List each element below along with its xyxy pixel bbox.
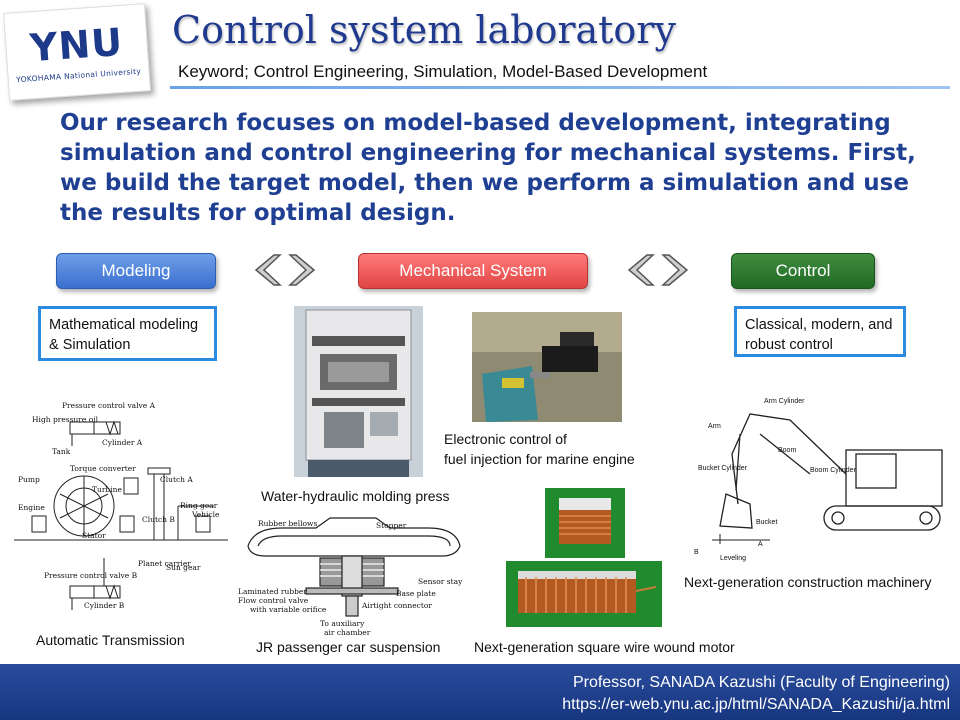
footer-bar [0,664,960,720]
tank-label: Tank [52,447,71,456]
keyword-line: Keyword; Control Engineering, Simulation… [178,62,708,81]
double-chevron-icon [250,253,320,287]
machinery-caption: Next-generation construction machinery [684,574,932,590]
stator-label: Stator [82,531,106,540]
lab-url-link[interactable]: https://er-web.ynu.ac.jp/html/SANADA_Kaz… [562,696,950,713]
professor-name: Professor, SANADA Kazushi (Faculty of En… [572,674,950,691]
control-description: Classical, modern, and robust control [734,306,906,357]
transmission-diagram: Pressure control valve A High pressure o… [14,398,230,624]
page-title: Control system laboratory [172,8,676,52]
boom-label: Boom [778,447,796,454]
clutch-a-label: Clutch A [160,475,193,484]
fuel-caption-line2: fuel injection for marine engine [444,451,635,467]
double-chevron-icon [623,253,693,287]
intro-text: Our research focuses on model-based deve… [60,110,916,226]
bucket-label: Bucket [756,519,777,526]
pcv-a-label: Pressure control valve A [62,401,156,410]
arm-cylinder-label: Arm Cylinder [764,398,805,405]
motor-caption: Next-generation square wire wound motor [474,639,735,655]
point-b-label: B [694,549,699,556]
leveling-label: Leveling [720,555,746,562]
stopper-label: Stopper [376,521,407,530]
modeling-description: Mathematical modeling & Simulation [38,306,217,361]
bucket-cylinder-label: Bucket Cylinder [698,465,748,472]
fuel-caption-line1: Electronic control of [444,431,567,447]
aux-label-1: To auxiliary [320,619,365,628]
engine-label: Engine [18,503,45,512]
control-button[interactable]: Control [731,253,875,289]
motor-photo-small [545,488,625,558]
bellows-label: Rubber bellows [258,519,317,528]
variable-orifice-label: with variable orifice [250,605,327,614]
suspension-diagram: Rubber bellows Stopper Sensor stay Base … [236,512,472,640]
vehicle-label: Vehicle [191,510,220,519]
boom-cylinder-label: Boom Cylinder [810,467,857,474]
aux-label-2: air chamber [324,628,371,637]
molding-press-photo [294,306,423,477]
flow-control-label: Flow control valve [238,596,309,605]
cylinder-a-label: Cylinder A [102,438,143,447]
university-logo: YNU YOKOHAMA National University [3,3,151,101]
modeling-button[interactable]: Modeling [56,253,216,289]
airtight-label: Airtight connector [361,601,432,610]
torque-converter-label: Torque converter [70,464,136,473]
sensor-stay-label: Sensor stay [418,577,463,586]
suspension-caption: JR passenger car suspension [256,639,441,655]
sun-gear-label: Sun gear [166,563,201,572]
base-plate-label: Base plate [396,589,436,598]
cylinder-b-label: Cylinder B [84,601,125,610]
point-a-label: A [758,541,763,548]
ring-gear-label: Ring gear [180,501,218,510]
clutch-b-label: Clutch B [142,515,175,524]
arm-label: Arm [708,423,721,430]
laminated-rubber-label: Laminated rubber [238,587,307,596]
excavator-diagram: Arm Cylinder Arm Boom Bucket Cylinder Bo… [690,394,952,564]
planet-carrier-label: Planet carrier [138,559,191,568]
high-oil-label: High pressure oil [32,415,99,424]
pcv-b-label: Pressure control valve B [44,571,138,580]
logo-text: YNU [28,19,125,71]
fuel-injection-photo [472,312,622,422]
pump-label: Pump [18,475,40,484]
mechanical-system-button[interactable]: Mechanical System [358,253,588,289]
transmission-caption: Automatic Transmission [36,632,185,648]
header-divider [170,86,950,89]
motor-photo-large [506,561,662,627]
press-caption: Water-hydraulic molding press [261,488,450,504]
turbine-label: Turbine [92,485,122,494]
